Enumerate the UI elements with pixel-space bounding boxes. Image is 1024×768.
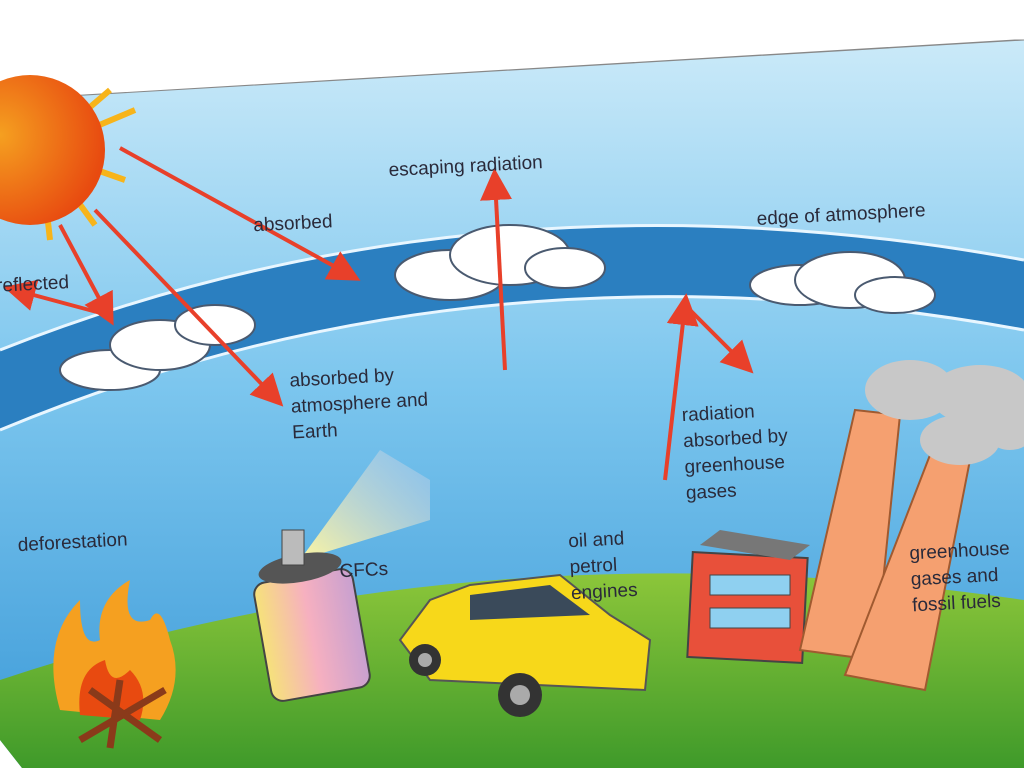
factory-icon: [686, 360, 1024, 692]
label-gh-fossil-1: greenhouse: [909, 538, 1010, 564]
label-absorbed: absorbed: [253, 211, 333, 236]
arrow-reflected-in: [58, 224, 114, 326]
label-absorbed-atm-3: Earth: [292, 420, 338, 443]
sun-icon: [0, 75, 137, 241]
label-radiation-gh-3: greenhouse: [684, 452, 785, 478]
arrow-absorbed: [119, 146, 361, 281]
arrow-greenhouse-down: [683, 303, 754, 374]
cloud-center: [394, 224, 606, 301]
label-gh-fossil-2: gases and: [910, 565, 999, 591]
label-radiation-gh-1: radiation: [681, 401, 755, 426]
label-gh-fossil-3: fossil fuels: [912, 591, 1002, 617]
arrow-greenhouse-up: [663, 293, 699, 481]
label-oil-3: engines: [571, 580, 639, 604]
label-cfcs: CFCs: [339, 559, 389, 583]
fire-icon: [53, 580, 176, 749]
arrow-absorbed-by-earth: [93, 208, 284, 407]
arrow-reflected-out: [3, 279, 109, 317]
label-oil-2: petrol: [569, 555, 618, 578]
cloud-left: [59, 304, 256, 391]
cloud-right: [749, 251, 936, 314]
spray-can-icon: [253, 450, 430, 702]
label-radiation-gh-4: gases: [685, 480, 737, 504]
arrow-escaping: [480, 168, 513, 371]
car-icon: [398, 573, 652, 717]
smoke-icon: [865, 360, 1024, 465]
label-reflected: reflected: [0, 272, 70, 297]
label-oil-1: oil and: [568, 528, 625, 552]
